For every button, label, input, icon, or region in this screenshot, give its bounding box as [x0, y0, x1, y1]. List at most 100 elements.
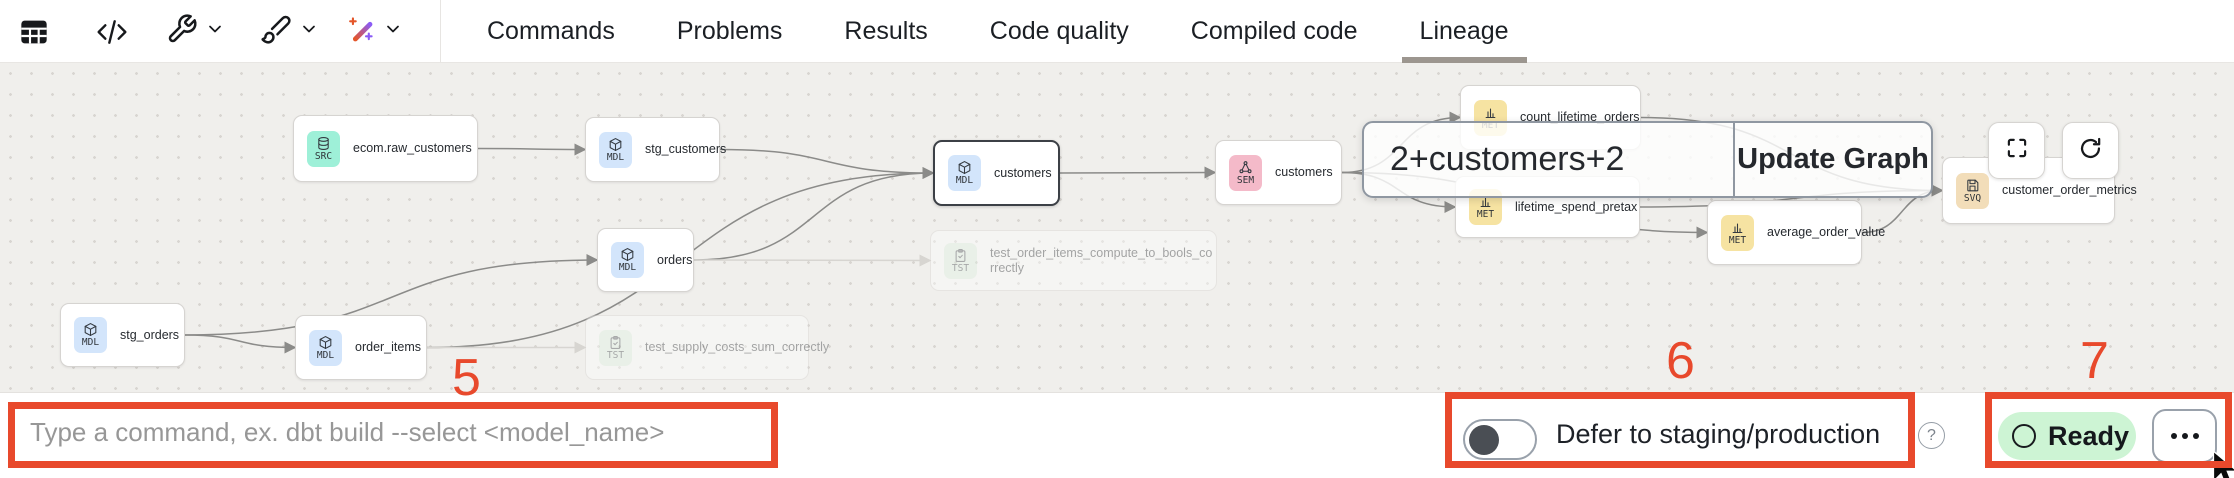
- lineage-node-stg_orders[interactable]: MDL stg_orders: [60, 303, 185, 367]
- node-badge-label: MDL: [955, 175, 974, 186]
- node-badge-label: TST: [951, 262, 970, 274]
- command-bar: Type a command, ex. dbt build --select <…: [0, 392, 2234, 478]
- node-badge-label: MET: [1728, 234, 1747, 246]
- defer-toggle[interactable]: [1463, 419, 1537, 460]
- lineage-node-average_order_value[interactable]: MET average_order_value: [1707, 200, 1885, 265]
- brush-menu[interactable]: [260, 0, 319, 63]
- node-label: customers: [1275, 165, 1333, 179]
- tab-results[interactable]: Results: [844, 17, 928, 45]
- node-badge-sem: SEM: [1229, 154, 1262, 191]
- tab-lineage[interactable]: Lineage: [1401, 0, 1527, 63]
- lineage-node-test_supply_costs_sum_correctly[interactable]: TST test_supply_costs_sum_correctly: [585, 315, 829, 380]
- lineage-node-test_order_items_compute_to_bools_correctly[interactable]: TST test_order_items_compute_to_bools_cor…: [930, 230, 1217, 291]
- chevron-down-icon: [383, 19, 403, 44]
- refresh-icon: [2077, 135, 2104, 167]
- refresh-button[interactable]: [2062, 122, 2119, 179]
- lineage-node-orders[interactable]: MDL orders: [597, 228, 694, 292]
- node-label: stg_orders: [120, 327, 180, 342]
- metric-chart-icon: [1483, 105, 1498, 120]
- node-badge-label: MDL: [606, 151, 625, 163]
- node-badge-tst: TST: [599, 329, 632, 366]
- code-icon[interactable]: [94, 0, 130, 63]
- node-label: count_lifetime_orders: [1520, 110, 1640, 124]
- model-cube-icon: [957, 160, 972, 175]
- fullscreen-button[interactable]: [1988, 122, 2045, 179]
- model-cube-icon: [83, 322, 98, 337]
- wrench-menu[interactable]: [166, 0, 225, 63]
- node-label: stg_customers: [645, 142, 727, 156]
- test-clipboard-icon: [953, 248, 968, 263]
- tab-code-quality[interactable]: Code quality: [989, 17, 1129, 45]
- edge-ecom_raw_customers-to-stg_customers: [477, 143, 587, 156]
- chevron-down-icon: [299, 19, 319, 44]
- panel-header: Commands Problems Results Code quality Compi…: [0, 0, 2234, 63]
- node-badge-src: SRC: [307, 130, 340, 167]
- lineage-node-ecom_raw_customers[interactable]: SRC ecom.raw_customers: [293, 115, 478, 182]
- wrench-icon: [166, 13, 198, 50]
- tab-compiled-code[interactable]: Compiled code: [1190, 17, 1358, 45]
- status-badge-ready[interactable]: Ready: [1998, 412, 2136, 460]
- node-label: orders: [657, 252, 693, 267]
- table-icon[interactable]: [18, 0, 50, 63]
- node-badge-met: MET: [1721, 214, 1754, 251]
- node-badge-mdl: MDL: [948, 155, 981, 191]
- command-input[interactable]: Type a command, ex. dbt build --select <…: [30, 416, 665, 447]
- model-cube-icon: [620, 247, 635, 262]
- semantic-model-icon: [1238, 160, 1253, 175]
- update-graph-button[interactable]: Update Graph: [1737, 143, 1929, 175]
- mouse-cursor: [2212, 451, 2234, 478]
- node-badge-label: MDL: [316, 349, 335, 361]
- toolbar-divider: [440, 0, 441, 63]
- magic-wand-icon: [344, 13, 376, 50]
- source-database-icon: [316, 136, 331, 151]
- test-clipboard-icon: [608, 335, 623, 350]
- fullscreen-icon: [2004, 135, 2030, 166]
- edge-stg_customers-to-customers_model: [719, 148, 935, 179]
- node-badge-mdl: MDL: [599, 131, 632, 168]
- ellipsis-icon: [2170, 433, 2177, 439]
- help-icon[interactable]: ?: [1918, 422, 1945, 449]
- saved-query-icon: [1965, 178, 1980, 193]
- node-badge-mdl: MDL: [611, 242, 644, 278]
- brush-icon: [260, 13, 292, 50]
- metric-chart-icon: [1478, 194, 1493, 209]
- node-badge-label: TST: [606, 349, 625, 361]
- node-label: test_order_items_compute_to_bools_correc…: [990, 245, 1213, 275]
- node-badge-mdl: MDL: [309, 329, 342, 366]
- node-label: ecom.raw_customers: [353, 141, 472, 155]
- chevron-down-icon: [205, 19, 225, 44]
- status-circle-icon: [2012, 424, 2036, 448]
- more-options-button[interactable]: [2152, 409, 2217, 463]
- tab-commands[interactable]: Commands: [487, 17, 615, 45]
- panel-tabs: Commands Problems Results Code quality Compi…: [487, 0, 1527, 63]
- tab-problems[interactable]: Problems: [676, 17, 783, 45]
- node-badge-tst: TST: [944, 242, 977, 279]
- node-label: customers: [994, 165, 1052, 180]
- node-badge-svq: SVQ: [1956, 172, 1989, 209]
- lineage-node-stg_customers[interactable]: MDL stg_customers: [585, 117, 726, 182]
- toggle-knob: [1469, 424, 1499, 455]
- edge-stg_orders-to-orders: [184, 254, 599, 336]
- node-label: customer_order_metrics: [2002, 183, 2137, 197]
- selector-query-input[interactable]: 2+customers+2: [1390, 140, 1625, 178]
- edge-orders-to-customers_model: [693, 167, 935, 261]
- node-badge-label: MET: [1476, 209, 1495, 220]
- lineage-node-customers_model[interactable]: MDL customers: [933, 140, 1060, 206]
- node-label: average_order_value: [1767, 225, 1886, 239]
- node-badge-label: MDL: [618, 262, 637, 273]
- magic-wand-menu[interactable]: [344, 0, 403, 63]
- model-cube-icon: [608, 137, 623, 152]
- metric-chart-icon: [1730, 220, 1745, 235]
- node-badge-label: SRC: [314, 150, 333, 162]
- node-badge-label: MDL: [81, 337, 100, 348]
- lineage-node-customers_semantic[interactable]: SEM customers: [1215, 140, 1342, 205]
- node-label: lifetime_spend_pretax: [1515, 199, 1638, 214]
- node-label: test_supply_costs_sum_correctly: [645, 340, 830, 354]
- node-badge-mdl: MDL: [74, 317, 107, 353]
- model-selector-overlay: 2+customers+2 Update Graph: [1362, 121, 1933, 198]
- selector-divider: [1733, 123, 1735, 196]
- edge-orders-to-test_order_items_compute_to_bools_correctly: [693, 254, 932, 267]
